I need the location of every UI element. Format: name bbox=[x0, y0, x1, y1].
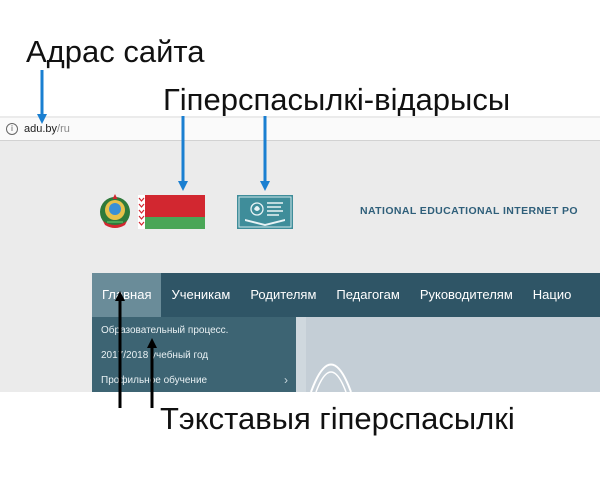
home-submenu: Образовательный процесс. 2017/2018 учебн… bbox=[92, 317, 296, 392]
submenu-item-educational-process[interactable]: Образовательный процесс. bbox=[101, 325, 229, 336]
submenu-item-profile-education[interactable]: Профильное обучение bbox=[101, 375, 208, 386]
flag-icon[interactable] bbox=[138, 195, 205, 229]
caption-image-hyperlinks: Гіперспасылкі-відарысы bbox=[163, 82, 511, 117]
caption-text-hyperlinks: Тэкставыя гіперспасылкі bbox=[160, 401, 515, 436]
nav-item-parents[interactable]: Родителям bbox=[250, 287, 317, 302]
browser-screenshot: i adu.by/ru NATIONAL EDUCATIONAL INTERNE… bbox=[0, 116, 600, 392]
nav-item-national[interactable]: Нацио bbox=[532, 287, 572, 302]
nav-item-teachers[interactable]: Педагогам bbox=[336, 287, 400, 302]
content-area bbox=[296, 317, 600, 392]
nav-item-students[interactable]: Ученикам bbox=[171, 287, 231, 302]
site-name[interactable]: NATIONAL EDUCATIONAL INTERNET PO bbox=[360, 205, 578, 217]
url-path: /ru bbox=[57, 123, 70, 135]
nav-item-managers[interactable]: Руководителям bbox=[419, 287, 513, 302]
address-bar[interactable]: i adu.by/ru bbox=[0, 118, 600, 141]
coat-of-arms-icon[interactable] bbox=[95, 191, 135, 231]
info-icon[interactable]: i bbox=[6, 123, 18, 135]
url-host: adu.by bbox=[24, 123, 58, 135]
caption-site-address: Адрас сайта bbox=[26, 34, 205, 69]
main-nav: Главная Ученикам Родителям Педагогам Рук… bbox=[92, 273, 600, 317]
banner-image bbox=[306, 317, 600, 392]
nie-logo-icon[interactable] bbox=[237, 195, 293, 229]
nav-item-home[interactable]: Главная bbox=[92, 273, 162, 317]
submenu-item-school-year[interactable]: 2017/2018 учебный год bbox=[101, 350, 209, 361]
chevron-right-icon: › bbox=[284, 373, 288, 387]
